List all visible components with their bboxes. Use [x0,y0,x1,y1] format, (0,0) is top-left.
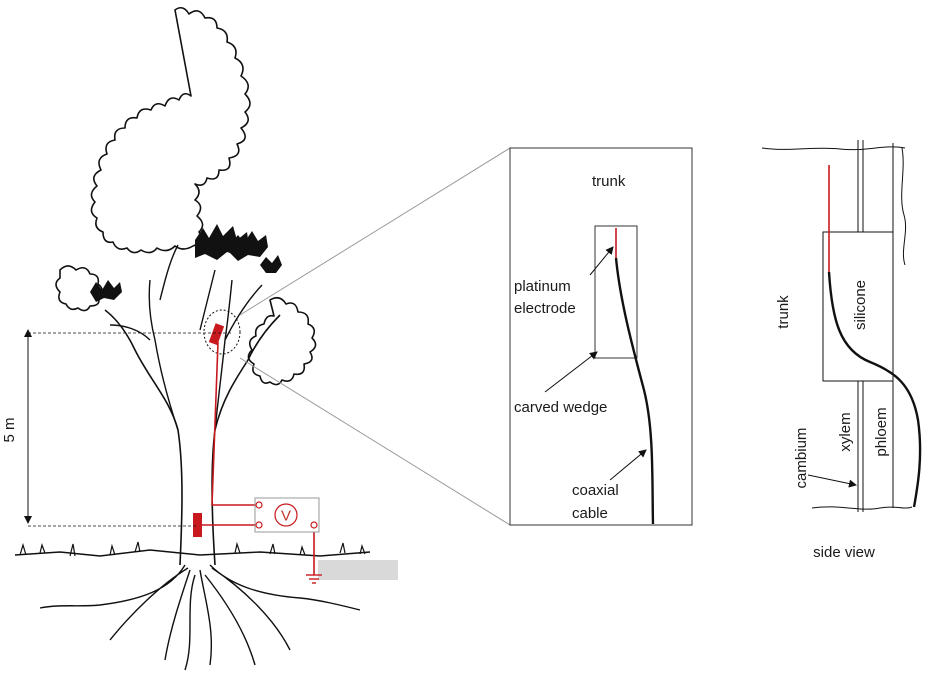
tree-branches [109,244,263,431]
carved-wedge [594,225,638,359]
wedge-pointer [544,351,598,393]
side-bottom-edge [811,506,913,510]
side-view-caption: side view [813,544,875,561]
voltmeter-icon [274,503,298,527]
platinum-pointer [589,246,614,276]
detail-panel: trunk platinum electrode carved wedge co… [509,147,693,526]
detail-frame [509,147,693,526]
silicone-label: silicone [852,280,869,330]
zoom-guide-bottom [239,357,511,526]
voltmeter-terminal [310,521,318,529]
tree-canopy [90,6,251,254]
foliage-clump [90,280,122,302]
voltmeter-symbol: V [281,508,291,525]
height-label: 5 m [1,417,18,442]
side-top-edge [761,146,906,151]
coax-label-line2: cable [572,505,608,522]
zoom-guide-top [239,147,511,316]
bark-outer-edge [901,147,907,266]
electrode-site-marker [203,309,241,355]
ground-band [318,560,398,580]
platinum-label-line1: platinum [514,278,571,295]
tree-canopy-left [55,265,103,312]
cambium-pointer [807,474,857,488]
ground-line [14,549,371,557]
tree-roots [39,564,361,671]
wedge-label: carved wedge [514,399,607,416]
side-coaxial-cable [827,271,922,508]
cambium-label: cambium [793,428,810,489]
tree-trunk [104,309,281,566]
foliage-clump [230,231,268,261]
coax-pointer [609,449,647,481]
tree-illustration: V 5 m [1,6,398,671]
coax-label-line1: coaxial [572,482,619,499]
detail-trunk-label: trunk [592,173,626,190]
phloem-label: phloem [873,407,890,456]
lower-electrode [193,513,202,537]
upper-electrode-cable [211,341,258,506]
tree-canopy-right [247,296,317,386]
upper-electrode [208,323,225,346]
platinum-label-line2: electrode [514,300,576,317]
voltmeter-terminal [255,501,263,509]
ground-symbol-icon [306,574,322,584]
side-view-panel: trunk silicone xylem phloem cambium side… [761,140,922,561]
grass-tufts [19,541,366,557]
side-trunk-label: trunk [775,295,792,329]
coaxial-cable [614,257,655,525]
voltmeter-terminal [255,521,263,529]
foliage-clump [260,255,282,273]
xylem-label: xylem [837,412,854,451]
